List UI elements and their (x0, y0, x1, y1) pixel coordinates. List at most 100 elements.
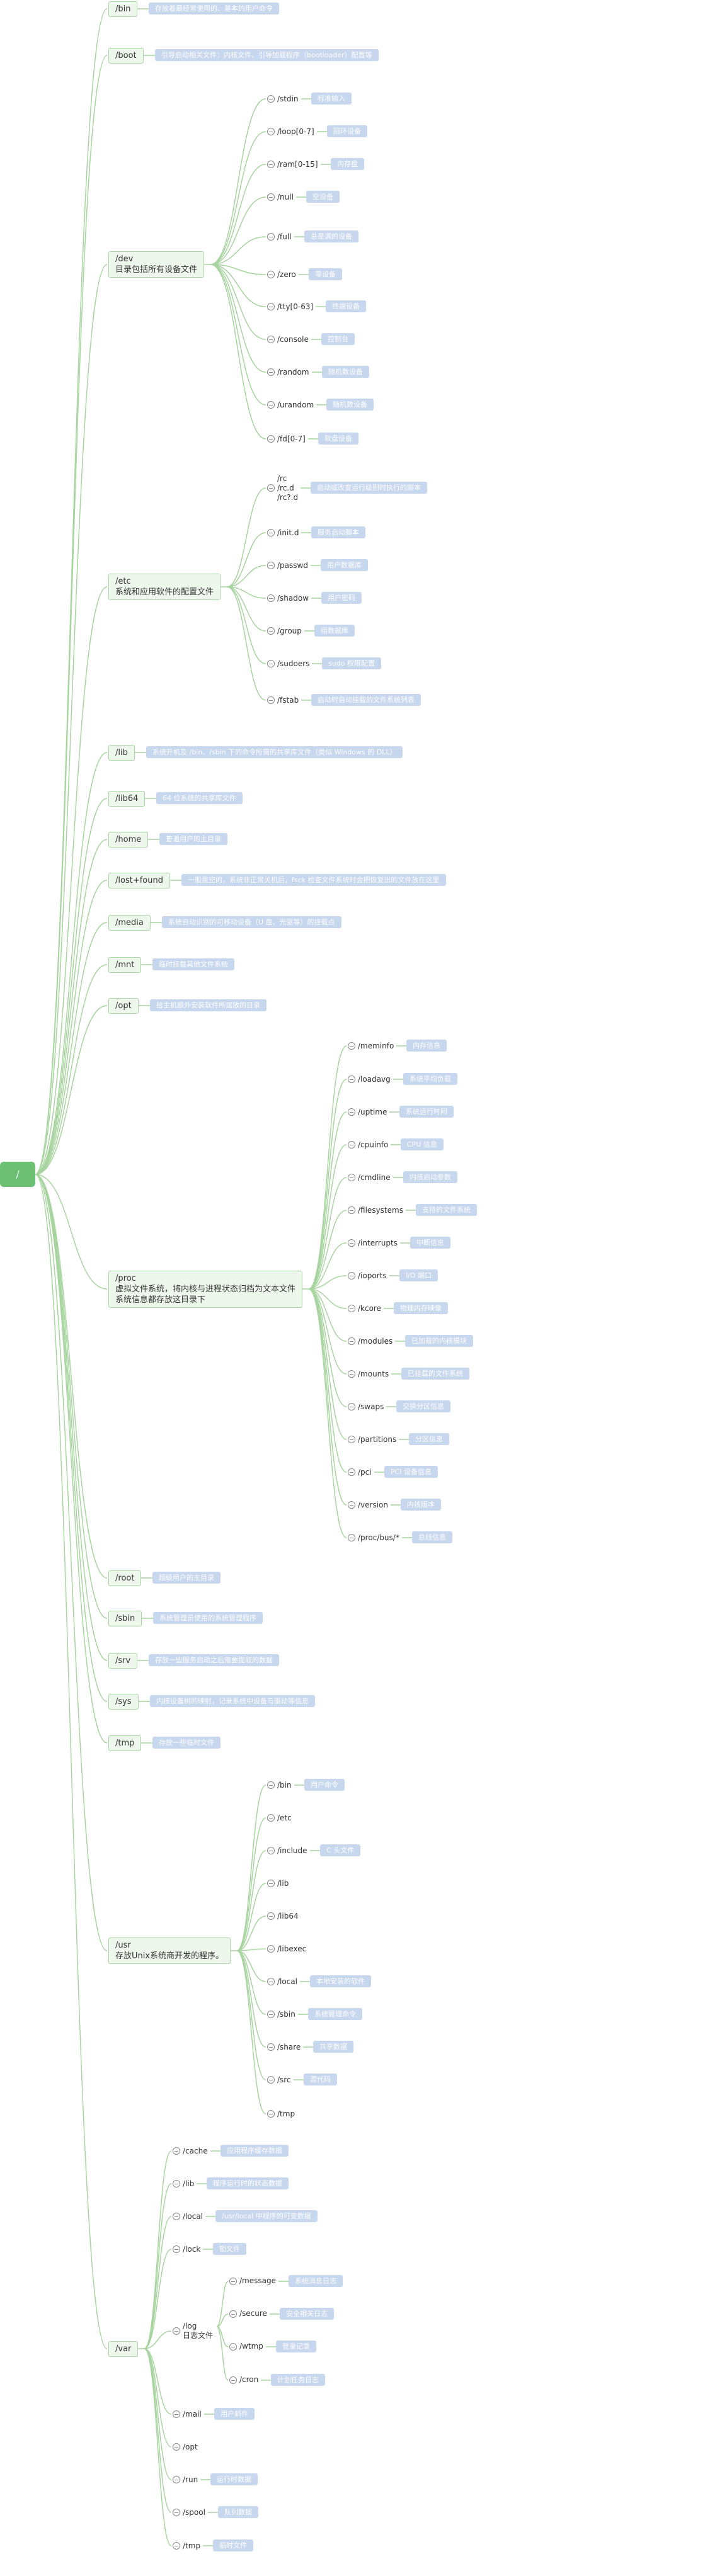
proc-item-cmdline[interactable]: /cmdline (358, 1172, 391, 1182)
collapse-toggle-usr-libexec[interactable] (267, 1945, 275, 1953)
usr-item-etc[interactable]: /etc (277, 1813, 292, 1822)
var-item-local[interactable]: /local (183, 2211, 203, 2221)
collapse-toggle-log-wtmp[interactable] (229, 2343, 237, 2351)
collapse-toggle-dev-stdin[interactable] (267, 95, 275, 103)
collapse-toggle-etc-fstab[interactable] (267, 696, 275, 704)
var-item-run[interactable]: /run (183, 2475, 198, 2484)
collapse-toggle-proc-cpuinfo[interactable] (348, 1141, 355, 1149)
level1-node-media[interactable]: /media (108, 914, 151, 931)
var-item-lib[interactable]: /lib (183, 2179, 195, 2188)
log-item-wtmp[interactable]: /wtmp (239, 2342, 263, 2351)
dev-item-null[interactable]: /null (277, 192, 294, 201)
collapse-toggle-proc-ioports[interactable] (348, 1272, 355, 1279)
proc-item-filesystems[interactable]: /filesystems (358, 1205, 403, 1215)
proc-item-modules[interactable]: /modules (358, 1336, 393, 1346)
collapse-toggle-proc-kcore[interactable] (348, 1305, 355, 1312)
collapse-toggle-dev-random[interactable] (267, 368, 275, 376)
level1-node-bin[interactable]: /bin (108, 1, 138, 17)
level1-node-tmp[interactable]: /tmp (108, 1735, 142, 1751)
usr-item-sbin[interactable]: /sbin (277, 2009, 295, 2019)
usr-item-share[interactable]: /share (277, 2042, 301, 2051)
collapse-toggle-dev-fd-0-7[interactable] (267, 435, 275, 443)
usr-item-lib64[interactable]: /lib64 (277, 1911, 299, 1921)
proc-item-uptime[interactable]: /uptime (358, 1107, 387, 1116)
dev-item-full[interactable]: /full (277, 232, 292, 241)
collapse-toggle-proc-proc-bus[interactable] (348, 1534, 355, 1541)
collapse-toggle-log-message[interactable] (229, 2278, 237, 2285)
collapse-toggle-usr-etc[interactable] (267, 1814, 275, 1822)
collapse-toggle-proc-meminfo[interactable] (348, 1042, 355, 1050)
usr-item-libexec[interactable]: /libexec (277, 1944, 307, 1953)
collapse-toggle-etc-init-d[interactable] (267, 529, 275, 536)
level1-node-sbin[interactable]: /sbin (108, 1610, 142, 1626)
proc-item-partitions[interactable]: /partitions (358, 1434, 397, 1444)
proc-item-kcore[interactable]: /kcore (358, 1303, 381, 1313)
collapse-toggle-var-local[interactable] (173, 2213, 180, 2220)
level1-node-lib64[interactable]: /lib64 (108, 790, 146, 807)
collapse-toggle-dev-tty-0-63[interactable] (267, 303, 275, 310)
etc-item-shadow[interactable]: /shadow (277, 593, 309, 603)
etc-item-init-d[interactable]: /init.d (277, 528, 299, 537)
usr-item-tmp[interactable]: /tmp (277, 2109, 295, 2118)
proc-item-version[interactable]: /version (358, 1500, 388, 1509)
collapse-toggle-etc-shadow[interactable] (267, 594, 275, 602)
proc-item-ioports[interactable]: /ioports (358, 1271, 387, 1280)
collapse-toggle-dev-zero[interactable] (267, 271, 275, 278)
etc-item-rc-rc-d-rc-d[interactable]: /rc/rc.d/rc?.d (277, 474, 299, 502)
dev-item-urandom[interactable]: /urandom (277, 400, 314, 409)
collapse-toggle-dev-null[interactable] (267, 193, 275, 201)
collapse-toggle-proc-version[interactable] (348, 1501, 355, 1509)
collapse-toggle-var-lock[interactable] (173, 2245, 180, 2253)
collapse-toggle-usr-local[interactable] (267, 1978, 275, 1985)
var-item-mail[interactable]: /mail (183, 2409, 202, 2419)
level1-node-root[interactable]: /root (108, 1570, 142, 1586)
log-item-cron[interactable]: /cron (239, 2375, 259, 2384)
dev-item-ram-0-15[interactable]: /ram[0-15] (277, 159, 318, 169)
collapse-toggle-proc-partitions[interactable] (348, 1436, 355, 1443)
collapse-toggle-var-lib[interactable] (173, 2180, 180, 2187)
collapse-toggle-proc-mounts[interactable] (348, 1370, 355, 1378)
collapse-toggle-proc-modules[interactable] (348, 1337, 355, 1345)
collapse-toggle-proc-interrupts[interactable] (348, 1239, 355, 1247)
dev-item-console[interactable]: /console (277, 334, 309, 344)
collapse-toggle-proc-swaps[interactable] (348, 1403, 355, 1410)
collapse-toggle-var-log[interactable] (173, 2327, 180, 2335)
collapse-toggle-usr-lib64[interactable] (267, 1912, 275, 1920)
level1-node-mnt[interactable]: /mnt (108, 956, 142, 973)
proc-item-meminfo[interactable]: /meminfo (358, 1041, 394, 1050)
collapse-toggle-var-run[interactable] (173, 2476, 180, 2483)
collapse-toggle-var-opt[interactable] (173, 2443, 180, 2451)
etc-item-sudoers[interactable]: /sudoers (277, 659, 310, 668)
dev-item-stdin[interactable]: /stdin (277, 94, 299, 103)
collapse-toggle-usr-sbin[interactable] (267, 2011, 275, 2018)
collapse-toggle-log-secure[interactable] (229, 2310, 237, 2318)
level1-node-lib[interactable]: /lib (108, 744, 135, 761)
proc-item-interrupts[interactable]: /interrupts (358, 1238, 398, 1247)
dev-item-zero[interactable]: /zero (277, 270, 296, 279)
level1-node-lostfound[interactable]: /lost+found (108, 872, 170, 888)
collapse-toggle-usr-bin[interactable] (267, 1781, 275, 1789)
collapse-toggle-dev-full[interactable] (267, 233, 275, 241)
usr-item-local[interactable]: /local (277, 1977, 298, 1986)
level1-node-var[interactable]: /var (108, 2341, 139, 2357)
collapse-toggle-var-spool[interactable] (173, 2509, 180, 2516)
collapse-toggle-etc-rc-rc-d-rc-d[interactable] (267, 484, 275, 492)
collapse-toggle-usr-src[interactable] (267, 2076, 275, 2084)
root-node[interactable]: / (0, 1162, 35, 1187)
proc-item-loadavg[interactable]: /loadavg (358, 1074, 391, 1084)
var-item-cache[interactable]: /cache (183, 2146, 208, 2155)
usr-item-bin[interactable]: /bin (277, 1780, 292, 1790)
proc-item-pci[interactable]: /pci (358, 1467, 372, 1477)
collapse-toggle-etc-passwd[interactable] (267, 562, 275, 569)
log-item-secure[interactable]: /secure (239, 2309, 267, 2318)
dev-item-random[interactable]: /random (277, 367, 309, 377)
level1-node-home[interactable]: /home (108, 831, 149, 848)
level1-node-boot[interactable]: /boot (108, 47, 144, 64)
etc-item-group[interactable]: /group (277, 626, 302, 635)
proc-item-proc-bus[interactable]: /proc/bus/* (358, 1533, 399, 1542)
var-item-lock[interactable]: /lock (183, 2244, 201, 2254)
collapse-toggle-proc-uptime[interactable] (348, 1108, 355, 1116)
